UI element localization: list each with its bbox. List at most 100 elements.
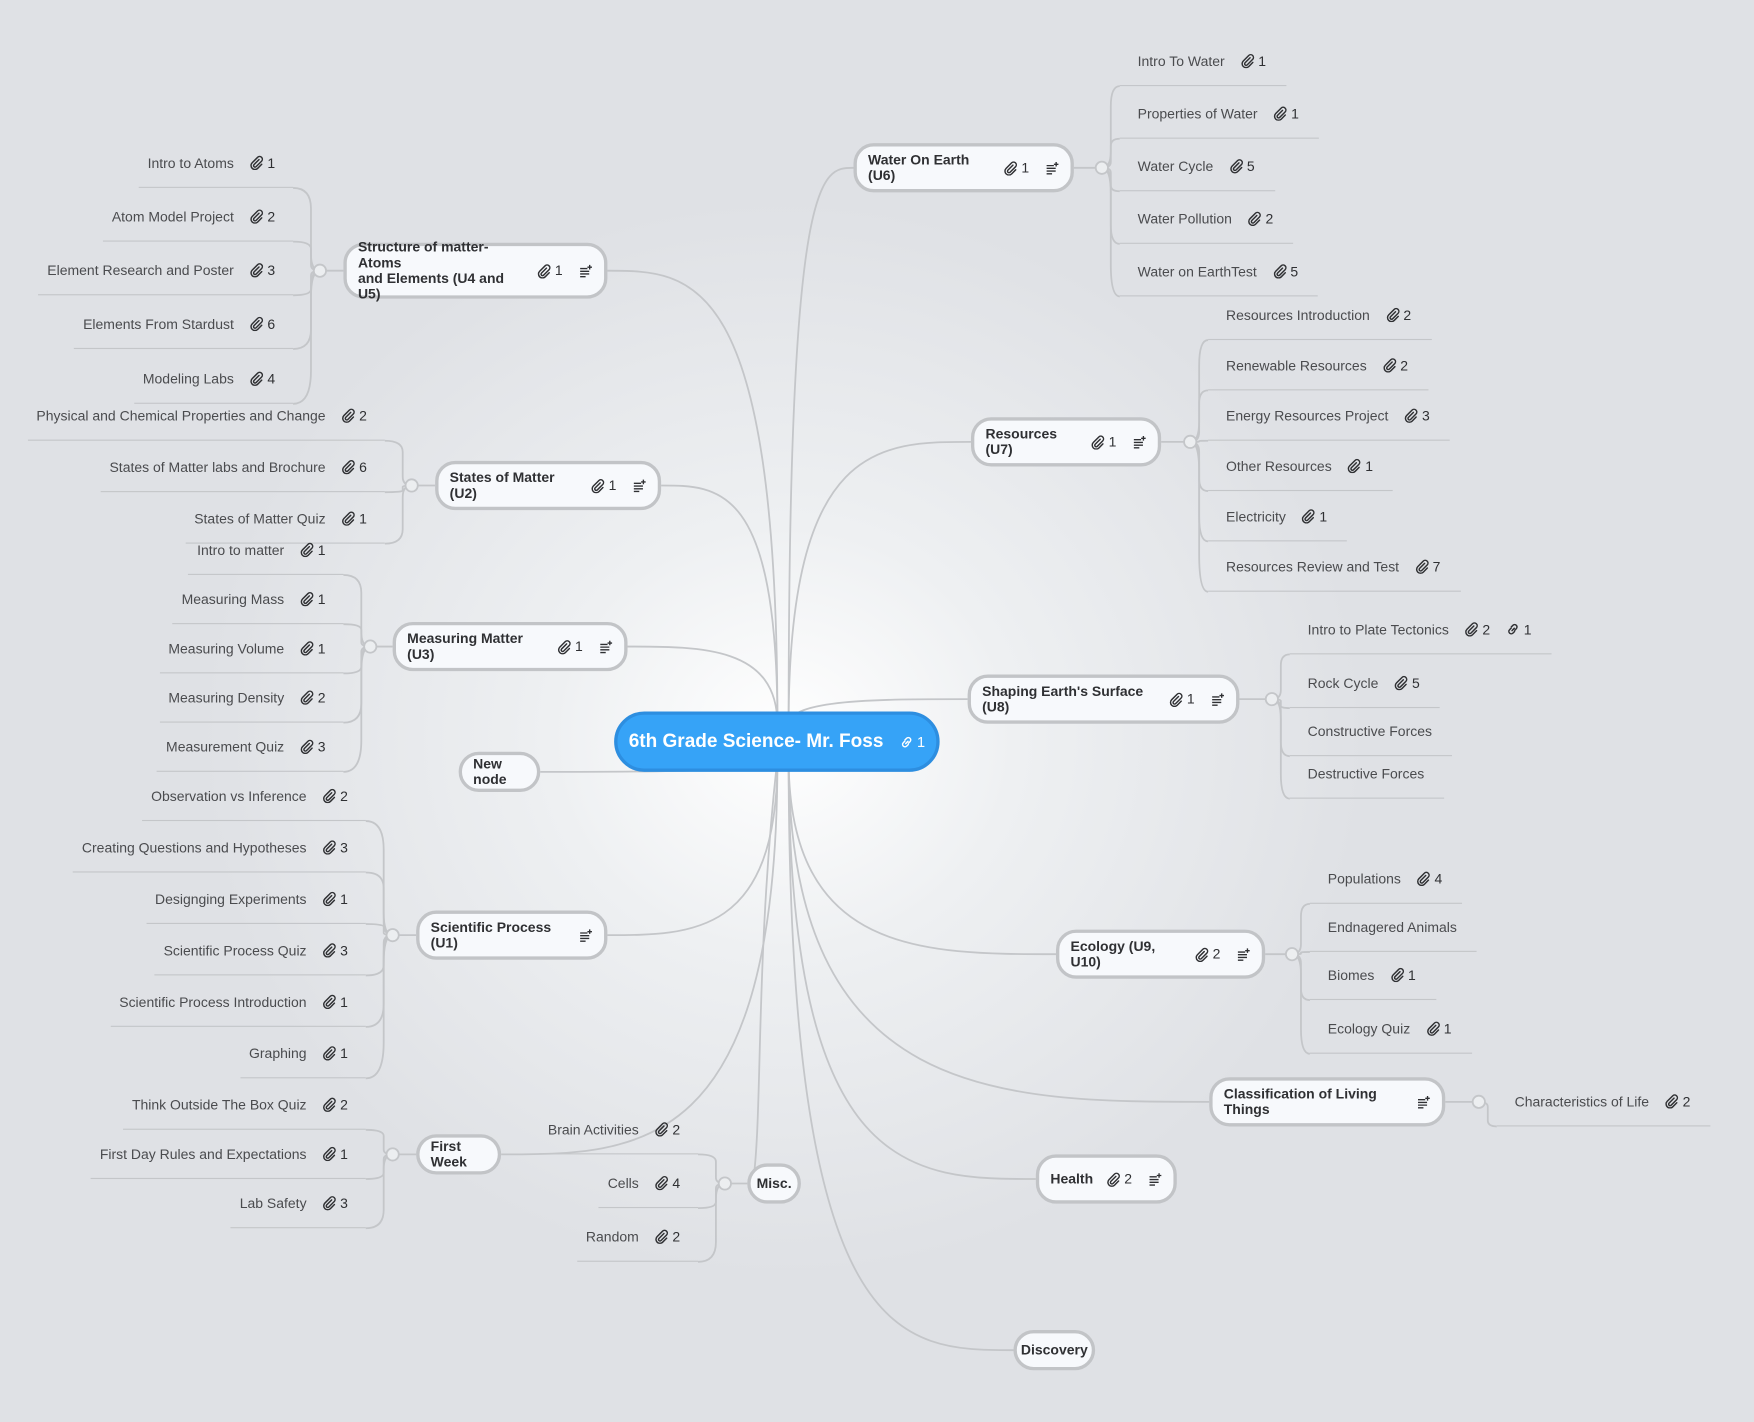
attachment-badge[interactable]: 1	[322, 1045, 348, 1061]
attachment-badge[interactable]: 3	[1404, 408, 1430, 423]
attachment-badge[interactable]: 1	[591, 478, 616, 493]
subtopic[interactable]: Endnagered Animals	[1309, 903, 1477, 952]
branch-node[interactable]: First Week	[416, 1134, 502, 1175]
attachment-badge[interactable]: 4	[654, 1175, 680, 1191]
branch-node[interactable]: Structure of matter- Atoms and Elements …	[343, 239, 608, 302]
notes-icon[interactable]	[598, 639, 613, 654]
branch-node[interactable]: Misc.	[747, 1163, 801, 1204]
collapse-toggle[interactable]	[385, 1147, 400, 1162]
attachment-badge[interactable]: 3	[322, 840, 348, 855]
branch-node[interactable]: Ecology (U9, U10)2	[1055, 929, 1266, 979]
branch-node[interactable]: Resources (U7)1	[970, 417, 1162, 467]
collapse-toggle[interactable]	[1284, 947, 1300, 962]
attachment-badge[interactable]: 4	[1417, 871, 1442, 887]
branch-node[interactable]: States of Matter (U2)1	[435, 460, 662, 511]
link-badge[interactable]: 1	[1506, 621, 1532, 637]
attachment-badge[interactable]: 1	[341, 511, 367, 526]
attachment-badge[interactable]: 2	[250, 209, 275, 224]
collapse-toggle[interactable]	[1183, 434, 1198, 449]
attachment-badge[interactable]: 2	[1106, 1171, 1132, 1187]
attachment-badge[interactable]: 2	[654, 1229, 680, 1244]
branch-node[interactable]: Water On Earth (U6)1	[853, 143, 1074, 193]
branch-node[interactable]: New node	[458, 751, 541, 792]
attachment-badge[interactable]: 1	[250, 155, 275, 171]
attachment-badge[interactable]: 1	[537, 263, 563, 279]
notes-icon[interactable]	[1132, 435, 1147, 450]
attachment-badge[interactable]: 5	[1394, 675, 1420, 691]
attachment-badge[interactable]: 3	[300, 739, 326, 755]
link-badge[interactable]: 1	[899, 733, 925, 750]
notes-icon[interactable]	[578, 928, 593, 943]
attachment-badge[interactable]: 2	[341, 408, 367, 423]
branch-node[interactable]: Measuring Matter (U3)1	[392, 621, 628, 672]
attachment-badge[interactable]: 2	[1195, 946, 1220, 962]
attachment-badge[interactable]: 1	[1003, 160, 1029, 176]
notes-icon[interactable]	[1210, 692, 1225, 707]
attachment-badge[interactable]: 1	[322, 1146, 348, 1162]
collapse-toggle[interactable]	[1094, 160, 1109, 175]
branch-node[interactable]: Scientific Process (U1)	[416, 910, 608, 960]
collapse-toggle[interactable]	[385, 928, 400, 943]
collapse-toggle[interactable]	[312, 263, 327, 278]
attachment-badge[interactable]: 5	[1272, 263, 1298, 279]
attachment-badge[interactable]: 2	[300, 690, 326, 705]
attachment-badge[interactable]: 3	[322, 1195, 348, 1211]
subtopic[interactable]: Constructive Forces	[1289, 707, 1453, 757]
collapse-toggle[interactable]	[717, 1176, 732, 1191]
subtopic[interactable]: Destructive Forces	[1289, 749, 1445, 799]
collapse-toggle[interactable]	[1471, 1094, 1486, 1109]
attachment-badge[interactable]: 1	[1301, 508, 1327, 524]
attachment-badge[interactable]: 1	[1169, 691, 1195, 707]
attachment-badge[interactable]: 1	[1273, 106, 1299, 121]
attachment-badge[interactable]: 2	[1385, 307, 1411, 323]
attachment-badge[interactable]: 7	[1415, 559, 1440, 574]
branch-node[interactable]: Shaping Earth's Surface (U8)1	[967, 674, 1240, 724]
branch-node[interactable]: Classification of Living Things	[1209, 1077, 1446, 1127]
notes-icon[interactable]	[632, 478, 647, 493]
attachment-badge[interactable]: 1	[322, 994, 348, 1010]
attachment-badge[interactable]: 2	[654, 1121, 680, 1137]
attachment-badge[interactable]: 6	[250, 316, 275, 332]
attachment-badge[interactable]: 1	[1347, 458, 1373, 474]
attachment-badge[interactable]: 2	[1382, 357, 1408, 373]
attachment-badge[interactable]: 1	[1390, 967, 1416, 983]
notes-icon[interactable]	[1416, 1095, 1431, 1110]
collapse-toggle[interactable]	[1264, 692, 1279, 707]
attachment-badge[interactable]: 2	[1665, 1093, 1690, 1109]
attachment-badge[interactable]: 1	[322, 891, 348, 907]
attachment-badge[interactable]: 2	[1465, 621, 1490, 637]
